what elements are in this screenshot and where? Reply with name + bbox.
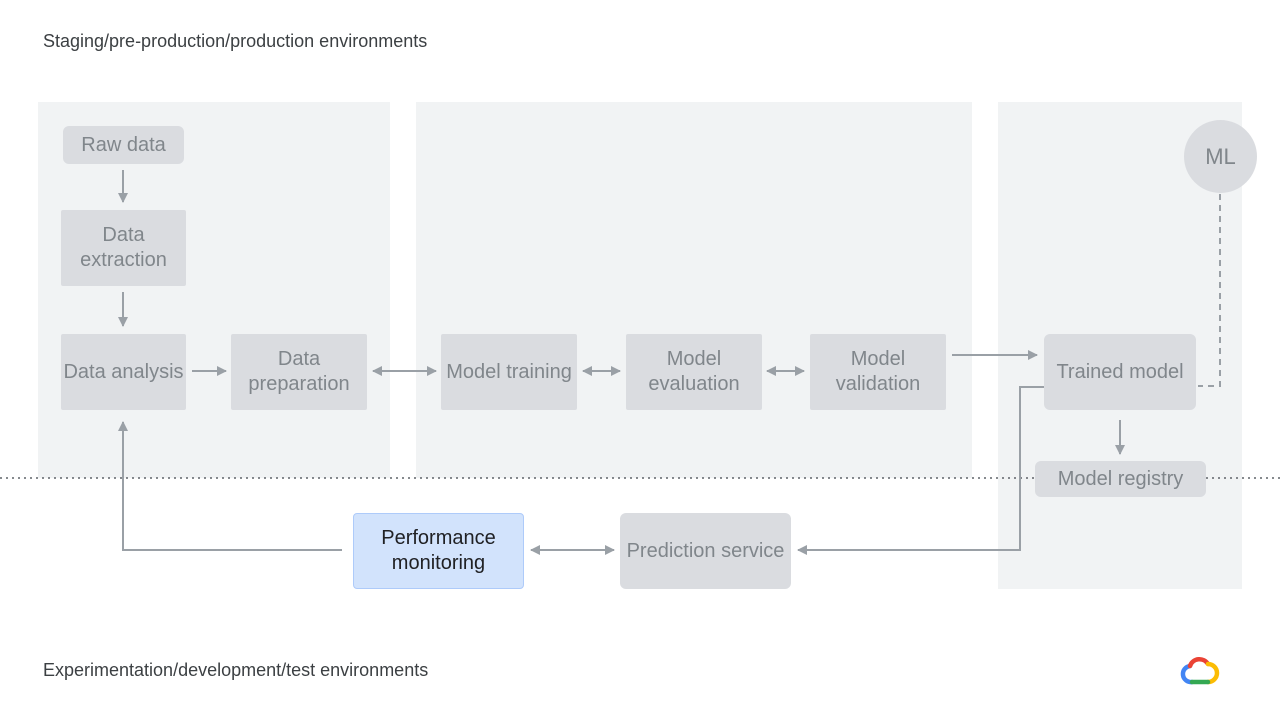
prediction-service-node: Prediction service	[620, 513, 791, 589]
performance-monitoring-node: Performance monitoring	[353, 513, 524, 589]
model-validation-node: Model validation	[810, 334, 946, 410]
trained-model-node: Trained model	[1044, 334, 1196, 410]
model-panel	[416, 102, 972, 478]
arrow-monitoring-to-analysis	[118, 421, 342, 551]
raw-data-node: Raw data	[63, 126, 184, 164]
bottom-environment-label: Experimentation/development/test environ…	[43, 660, 429, 680]
data-analysis-node: Data analysis	[61, 334, 186, 410]
data-panel	[38, 102, 390, 478]
model-registry-node: Model registry	[1035, 461, 1206, 497]
data-preparation-node: Data preparation	[231, 334, 367, 410]
arrow-trained-to-prediction	[797, 386, 1044, 555]
dashed-ml-connector	[1198, 194, 1221, 387]
model-evaluation-node: Model evaluation	[626, 334, 762, 410]
google-cloud-icon	[1180, 656, 1220, 685]
ml-circle: ML	[1184, 120, 1257, 193]
data-extraction-node: Data extraction	[61, 210, 186, 286]
model-training-node: Model training	[441, 334, 577, 410]
top-environment-label: Staging/pre-production/production enviro…	[43, 31, 428, 51]
